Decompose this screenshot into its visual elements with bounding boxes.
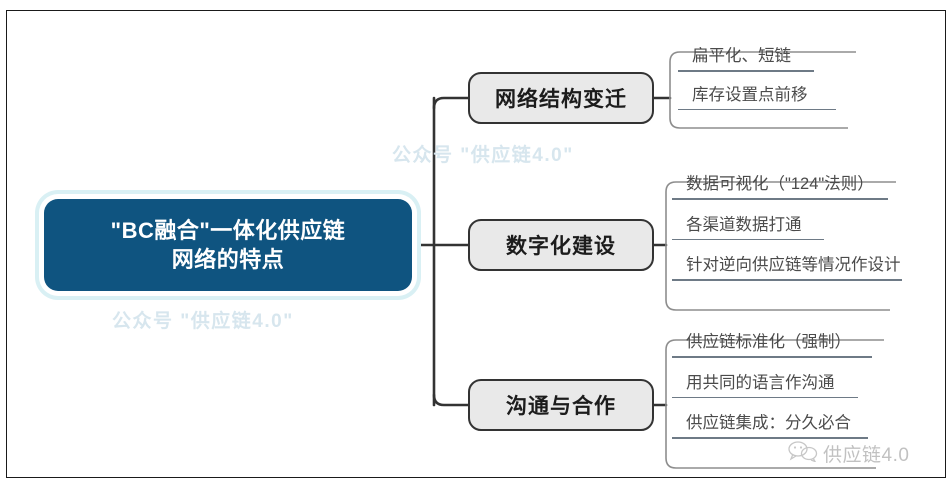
leaf-bracket-0 [669,51,856,129]
branch-label: 数字化建设 [506,235,616,258]
leaf-underline [672,437,868,439]
leaf-item[interactable]: 供应链集成：分久必合 [672,414,868,439]
branch-label: 网络结构变迁 [495,88,627,111]
leaf-item[interactable]: 各渠道数据打通 [672,215,901,240]
leaf-group-1: 数据可视化（"124"法则） 各渠道数据打通 针对逆向供应链等情况作设计 [672,176,902,281]
wechat-badge[interactable]: 供应链4.0 [788,440,909,467]
root-node-label: "BC融合"一体化供应链 网络的特点 [110,217,346,272]
leaf-item-label: 库存设置点前移 [692,85,808,104]
leaf-item[interactable]: 用共同的语言作沟通 [672,373,858,398]
branch-connector-2 [432,393,470,407]
leaf-bracket-1 [665,181,896,311]
leaf-item-label: 供应链集成：分久必合 [686,414,851,432]
leaf-underline [672,396,858,398]
branch-node-communication[interactable]: 沟通与合作 [468,379,654,431]
branch-label: 沟通与合作 [506,395,616,418]
leaf-item[interactable]: 扁平化、短链 [678,47,814,72]
leaf-bracket-2 [665,339,884,469]
leaf-item-label: 数据可视化（"124"法则） [686,175,874,193]
leaf-item[interactable]: 库存设置点前移 [678,85,836,110]
leaf-underline [672,238,824,240]
leaf-item[interactable]: 数据可视化（"124"法则） [672,176,901,200]
wechat-icon [788,440,818,467]
leaf-item-label: 供应链标准化（强制） [686,333,851,351]
leaf-item[interactable]: 针对逆向供应链等情况作设计 [672,256,902,281]
leaf-underline [678,108,836,110]
branch-node-network-structure[interactable]: 网络结构变迁 [468,72,654,124]
leaf-item-label: 各渠道数据打通 [686,215,802,234]
leaf-group-0: 扁平化、短链 库存设置点前移 [678,47,836,110]
leaf-underline [678,70,814,72]
leaf-underline [672,279,902,281]
leaf-item-label: 针对逆向供应链等情况作设计 [686,256,901,274]
badge-label: 供应链4.0 [823,445,910,466]
leaf-item[interactable]: 供应链标准化（强制） [672,333,872,358]
leaf-underline [672,198,888,200]
root-node[interactable]: "BC融合"一体化供应链 网络的特点 [44,199,412,291]
branch-connector-0 [432,96,470,110]
watermark-top: 公众号 "供应链4.0" [392,145,574,166]
branch-node-digitalization[interactable]: 数字化建设 [468,219,654,271]
watermark-bottom: 公众号 "供应链4.0" [112,311,294,332]
leaf-group-2: 供应链标准化（强制） 用共同的语言作沟通 供应链集成：分久必合 [672,333,872,439]
leaf-underline [672,356,872,358]
leaf-item-label: 用共同的语言作沟通 [686,373,835,392]
leaf-item-label: 扁平化、短链 [692,47,791,65]
